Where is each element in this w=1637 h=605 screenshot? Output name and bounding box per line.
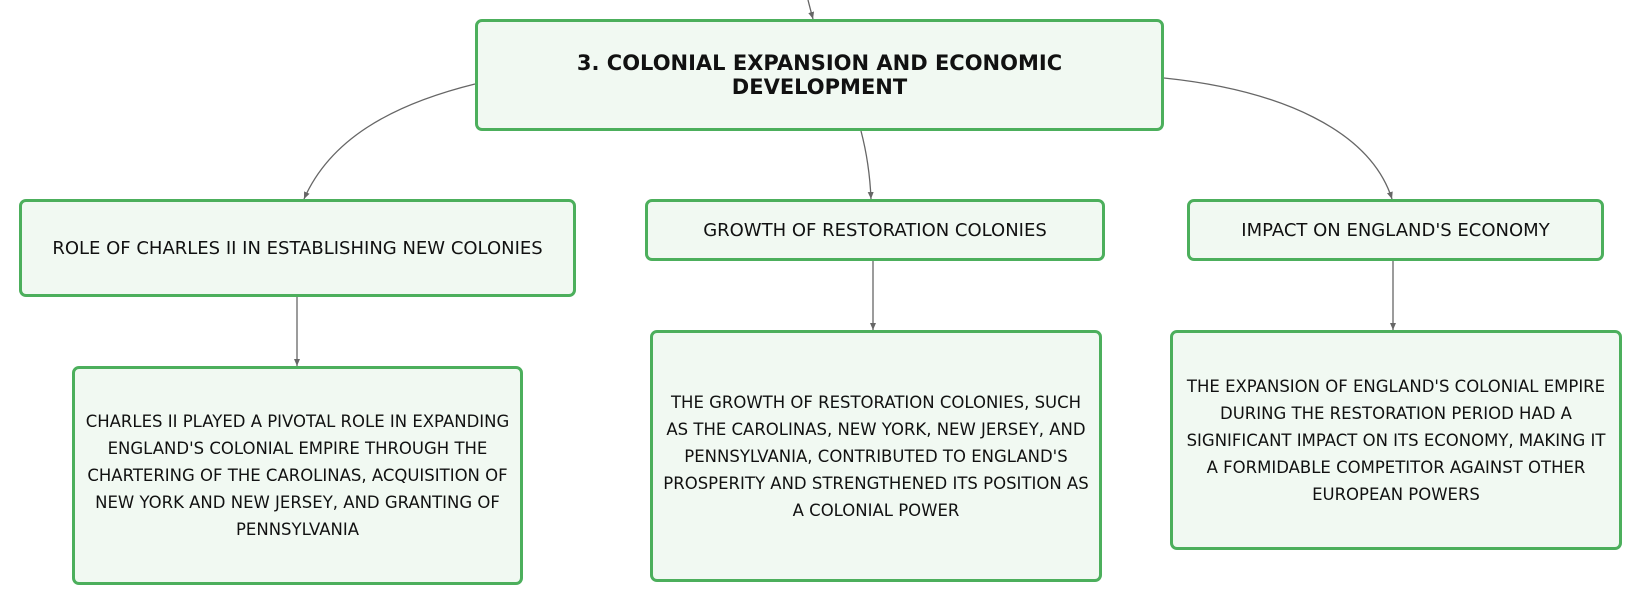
branch-node-charles-ii-role[interactable]: ROLE OF CHARLES II IN ESTABLISHING NEW C…: [19, 199, 576, 297]
branch-label: IMPACT ON ENGLAND'S ECONOMY: [1241, 219, 1550, 241]
connector-root-to-branch-3: [1163, 77, 1393, 200]
branch-node-restoration-colonies-growth[interactable]: GROWTH OF RESTORATION COLONIES: [645, 199, 1105, 261]
detail-node-restoration-colonies-growth[interactable]: THE GROWTH OF RESTORATION COLONIES, SUCH…: [650, 330, 1102, 582]
branch-node-economy-impact[interactable]: IMPACT ON ENGLAND'S ECONOMY: [1187, 199, 1604, 261]
detail-text: CHARLES II PLAYED A PIVOTAL ROLE IN EXPA…: [85, 412, 510, 539]
branch-label: GROWTH OF RESTORATION COLONIES: [703, 219, 1047, 241]
detail-text: THE EXPANSION OF ENGLAND'S COLONIAL EMPI…: [1186, 376, 1606, 504]
connector-root-to-branch-2: [860, 130, 874, 200]
connector-root-to-branch-1: [303, 83, 476, 200]
root-topic-label: 3. COLONIAL EXPANSION AND ECONOMIC DEVEL…: [576, 51, 1063, 99]
root-topic-node[interactable]: 3. COLONIAL EXPANSION AND ECONOMIC DEVEL…: [475, 19, 1164, 131]
detail-node-charles-ii-role[interactable]: CHARLES II PLAYED A PIVOTAL ROLE IN EXPA…: [72, 366, 523, 585]
connector-from-parent: [807, 0, 815, 20]
detail-node-economy-impact[interactable]: THE EXPANSION OF ENGLAND'S COLONIAL EMPI…: [1170, 330, 1622, 550]
detail-text: THE GROWTH OF RESTORATION COLONIES, SUCH…: [663, 392, 1089, 520]
branch-label: ROLE OF CHARLES II IN ESTABLISHING NEW C…: [52, 237, 543, 259]
